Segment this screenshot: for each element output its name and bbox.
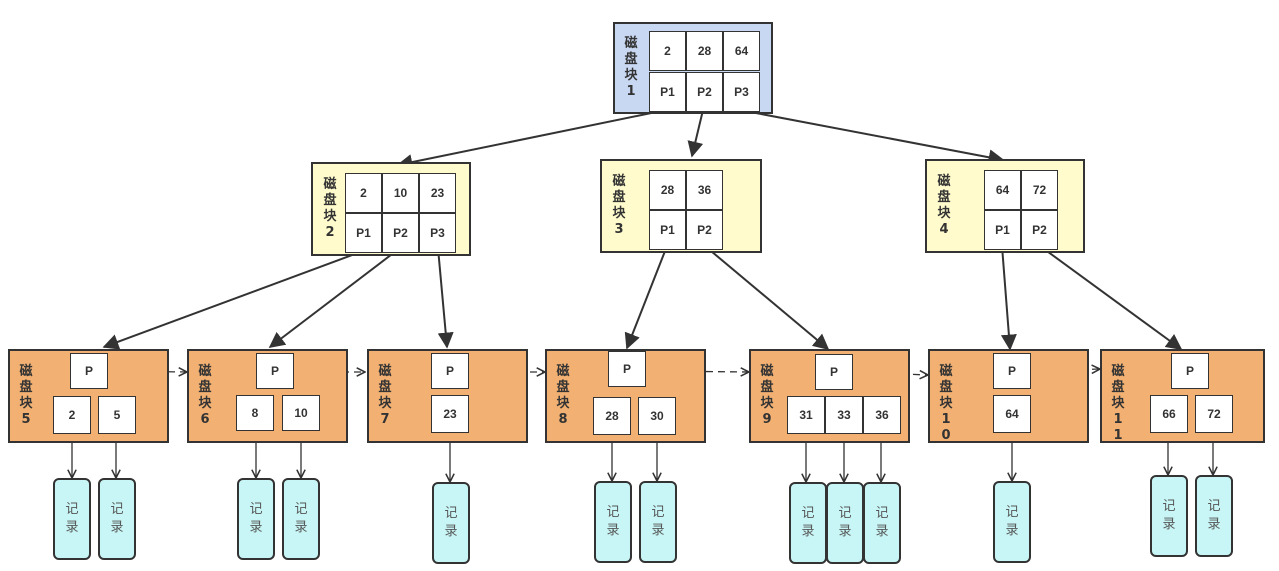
record-label: 记录: [249, 502, 263, 535]
disk-block-label: 磁盘块4: [937, 174, 951, 237]
record-node: 记录: [789, 482, 827, 564]
record-label: 记录: [1162, 499, 1176, 532]
next-pointer-cell: P: [431, 353, 469, 389]
next-pointer-cell: P: [608, 351, 646, 387]
record-label: 记录: [1207, 499, 1221, 532]
record-label: 记录: [606, 505, 620, 538]
pointer-cell: P2: [686, 210, 723, 250]
key-cell: 64: [723, 31, 760, 71]
record-label: 记录: [801, 506, 815, 539]
record-label: 记录: [444, 506, 458, 539]
record-label: 记录: [651, 505, 665, 538]
key-cell: 64: [984, 170, 1021, 210]
record-node: 记录: [993, 481, 1031, 563]
key-cell: 28: [593, 397, 631, 435]
child-pointer-arrow: [624, 245, 668, 350]
key-cell: 64: [993, 395, 1031, 433]
pointer-cell: P1: [649, 210, 686, 250]
disk-block-label: 磁盘块9: [760, 364, 774, 427]
key-cell: 36: [686, 170, 723, 210]
key-cell: 23: [431, 395, 469, 433]
key-cell: 33: [825, 396, 863, 434]
child-pointer-arrow: [396, 109, 667, 170]
record-node: 记录: [98, 478, 136, 560]
pointer-cell: P2: [1021, 210, 1058, 250]
pointer-cell: P2: [686, 72, 723, 112]
child-pointer-arrow: [1000, 245, 1017, 351]
pointer-cell: P2: [382, 213, 419, 253]
record-label: 记录: [875, 506, 889, 539]
key-cell: 10: [282, 395, 320, 431]
next-pointer-cell: P: [256, 353, 294, 389]
child-pointer-arrow: [1039, 245, 1183, 350]
record-node: 记录: [826, 482, 864, 564]
record-label: 记录: [65, 502, 79, 535]
pointer-cell: P1: [984, 210, 1021, 250]
next-pointer-cell: P: [993, 353, 1031, 389]
record-node: 记录: [282, 478, 320, 560]
key-cell: 30: [638, 397, 676, 435]
disk-block-label: 磁盘块5: [19, 364, 33, 427]
key-cell: 28: [686, 31, 723, 71]
disk-block-label: 磁盘块2: [323, 177, 337, 240]
child-pointer-arrow: [268, 247, 401, 348]
key-cell: 5: [98, 396, 136, 434]
key-cell: 72: [1195, 395, 1233, 433]
record-node: 记录: [432, 482, 470, 564]
key-cell: 10: [382, 173, 419, 213]
key-cell: 72: [1021, 170, 1058, 210]
child-pointer-arrow: [102, 250, 364, 350]
key-cell: 2: [53, 396, 91, 434]
disk-block-label: 磁盘块11: [1111, 364, 1125, 443]
record-node: 记录: [639, 481, 677, 563]
key-cell: 23: [419, 173, 456, 213]
record-label: 记录: [1005, 505, 1019, 538]
key-cell: 2: [345, 173, 382, 213]
key-cell: 28: [649, 170, 686, 210]
pointer-cell: P3: [419, 213, 456, 253]
key-cell: 2: [649, 31, 686, 71]
pointer-cell: P1: [649, 72, 686, 112]
child-pointer-arrow: [687, 109, 704, 158]
next-pointer-cell: P: [815, 354, 853, 390]
disk-block-label: 磁盘块10: [939, 364, 953, 443]
record-label: 记录: [294, 502, 308, 535]
child-pointer-arrow: [437, 247, 454, 349]
child-pointer-arrow: [704, 245, 830, 351]
record-label: 记录: [838, 506, 852, 539]
record-node: 记录: [1150, 475, 1188, 557]
record-node: 记录: [1195, 475, 1233, 557]
pointer-cell: P3: [723, 72, 760, 112]
pointer-cell: P1: [345, 213, 382, 253]
disk-block-label: 磁盘块1: [624, 36, 638, 99]
disk-block-label: 磁盘块8: [556, 364, 570, 427]
key-cell: 36: [863, 396, 901, 434]
disk-block-label: 磁盘块6: [198, 364, 212, 427]
record-node: 记录: [53, 478, 91, 560]
disk-block-label: 磁盘块7: [378, 364, 392, 427]
child-pointer-arrow: [739, 109, 1005, 166]
disk-block-label: 磁盘块3: [612, 174, 626, 237]
record-label: 记录: [110, 502, 124, 535]
record-node: 记录: [594, 481, 632, 563]
record-node: 记录: [863, 482, 901, 564]
next-pointer-cell: P: [1171, 353, 1209, 389]
key-cell: 8: [236, 395, 274, 431]
key-cell: 31: [787, 396, 825, 434]
record-node: 记录: [237, 478, 275, 560]
key-cell: 66: [1150, 395, 1188, 433]
next-pointer-cell: P: [70, 353, 108, 389]
